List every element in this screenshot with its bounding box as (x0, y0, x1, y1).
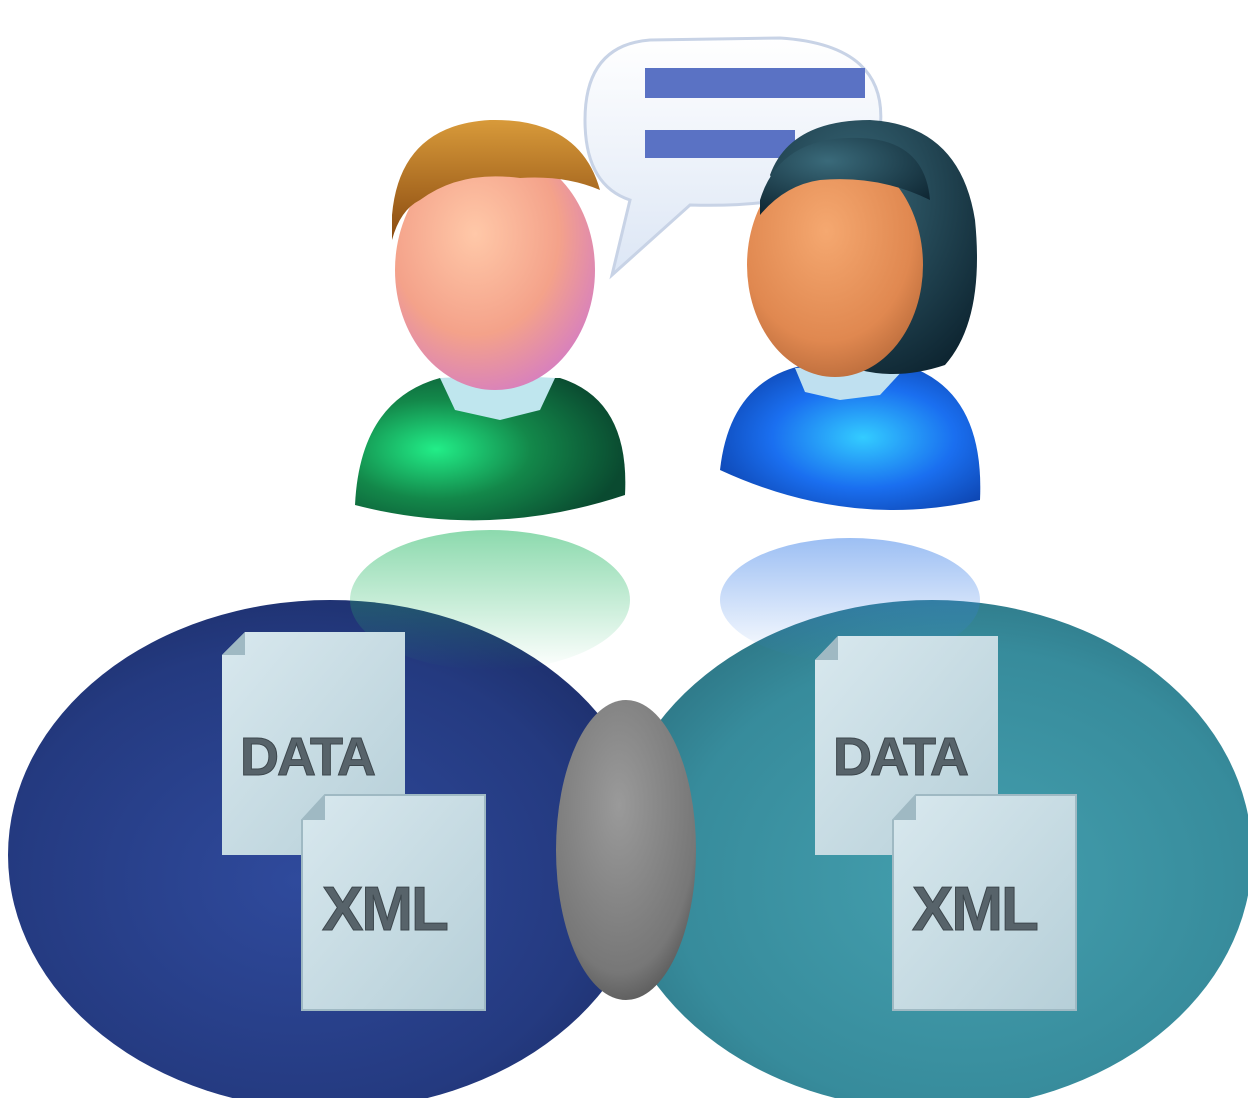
bubble-line-bottom (645, 130, 795, 158)
woman-avatar-icon (720, 120, 981, 510)
speech-bubble-icon (583, 36, 883, 280)
left-xml-label: XML (322, 875, 447, 944)
man-avatar-icon (355, 119, 626, 521)
left-data-label: DATA (240, 727, 375, 787)
overlap-ellipse (556, 700, 696, 1000)
left-xml-document-icon (301, 794, 486, 1011)
right-xml-document-icon (892, 794, 1077, 1011)
right-data-label: DATA (833, 727, 968, 787)
woman-face (747, 153, 923, 377)
bubble-line-top (645, 68, 865, 98)
woman-reflection (720, 538, 980, 662)
right-xml-label: XML (912, 875, 1037, 944)
man-reflection (350, 530, 630, 670)
man-face (395, 150, 595, 390)
